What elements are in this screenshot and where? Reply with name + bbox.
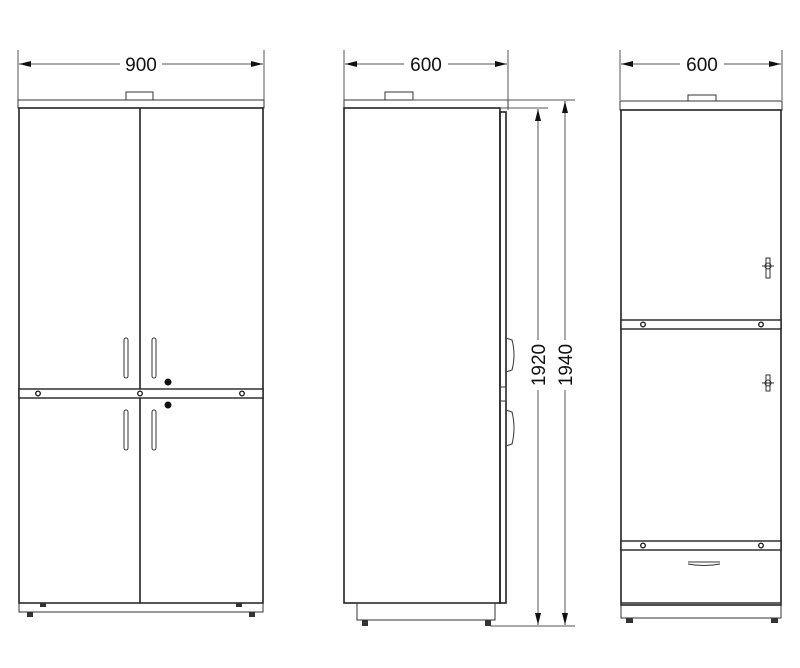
foot: [236, 603, 242, 607]
foot: [362, 620, 368, 626]
side-view: 600 1920 1940: [343, 50, 577, 627]
rail-hole: [136, 390, 143, 397]
drawer-handle: [687, 561, 721, 566]
width-dimension: 900: [17, 50, 265, 100]
door-handle: [505, 337, 515, 373]
lock-icon: [762, 257, 774, 279]
right-view: 600: [619, 50, 783, 623]
rail-hole: [640, 321, 647, 328]
rail: [620, 319, 782, 330]
rail-hole: [758, 542, 765, 549]
door-handle: [151, 409, 157, 451]
foot: [771, 618, 778, 623]
door-handle: [123, 409, 129, 451]
depth-dimension: 600: [619, 50, 783, 100]
rail: [620, 540, 782, 551]
foot: [626, 618, 633, 623]
height-dimension-1920: 1920: [500, 107, 550, 625]
lock-icon: [164, 401, 172, 409]
height-label-1920: 1920: [529, 344, 550, 386]
cabinet-body: [620, 109, 782, 606]
width-label: 900: [125, 55, 157, 76]
cabinet-side: [343, 107, 501, 604]
top-knob: [687, 94, 717, 102]
top-knob: [384, 91, 414, 101]
door-handle: [151, 337, 157, 379]
rail-hole: [758, 321, 765, 328]
foot: [27, 612, 33, 617]
plinth: [18, 602, 264, 613]
depth-dimension: 600: [343, 50, 509, 110]
foot: [249, 612, 255, 617]
depth-label: 600: [410, 55, 442, 76]
height-dimension-1940: 1940: [413, 99, 577, 625]
lock-icon: [164, 378, 172, 386]
height-label-1940: 1940: [556, 344, 577, 386]
foot: [40, 603, 46, 607]
plinth: [356, 602, 496, 621]
front-view: 900: [17, 50, 265, 617]
lock-icon: [762, 374, 774, 392]
top-panel: [17, 99, 265, 109]
rail-hole: [238, 390, 245, 397]
rail-hole: [35, 390, 42, 397]
door-handle: [505, 409, 515, 447]
depth-label: 600: [686, 55, 718, 76]
foot: [485, 620, 491, 626]
plinth: [620, 602, 782, 619]
rail-edge: [499, 386, 507, 402]
top-panel: [343, 99, 509, 109]
top-panel: [619, 100, 783, 111]
cabinet-body: [18, 107, 264, 604]
top-knob: [125, 91, 154, 101]
door-handle: [123, 337, 129, 379]
rail-hole: [640, 542, 647, 549]
door-edge: [499, 111, 507, 604]
